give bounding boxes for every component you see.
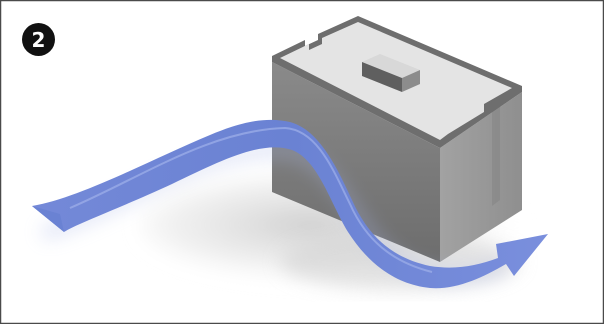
step-number-badge: 2 (22, 23, 55, 56)
airflow-ribbon (32, 119, 548, 289)
step-number-label: 2 (31, 27, 46, 52)
building-side-face (440, 92, 522, 262)
airflow-arrow-icon (32, 119, 548, 289)
rooftop-unit (362, 54, 420, 92)
building-block (272, 16, 522, 262)
airflow-tail (32, 206, 64, 232)
building-front-face (272, 62, 440, 262)
